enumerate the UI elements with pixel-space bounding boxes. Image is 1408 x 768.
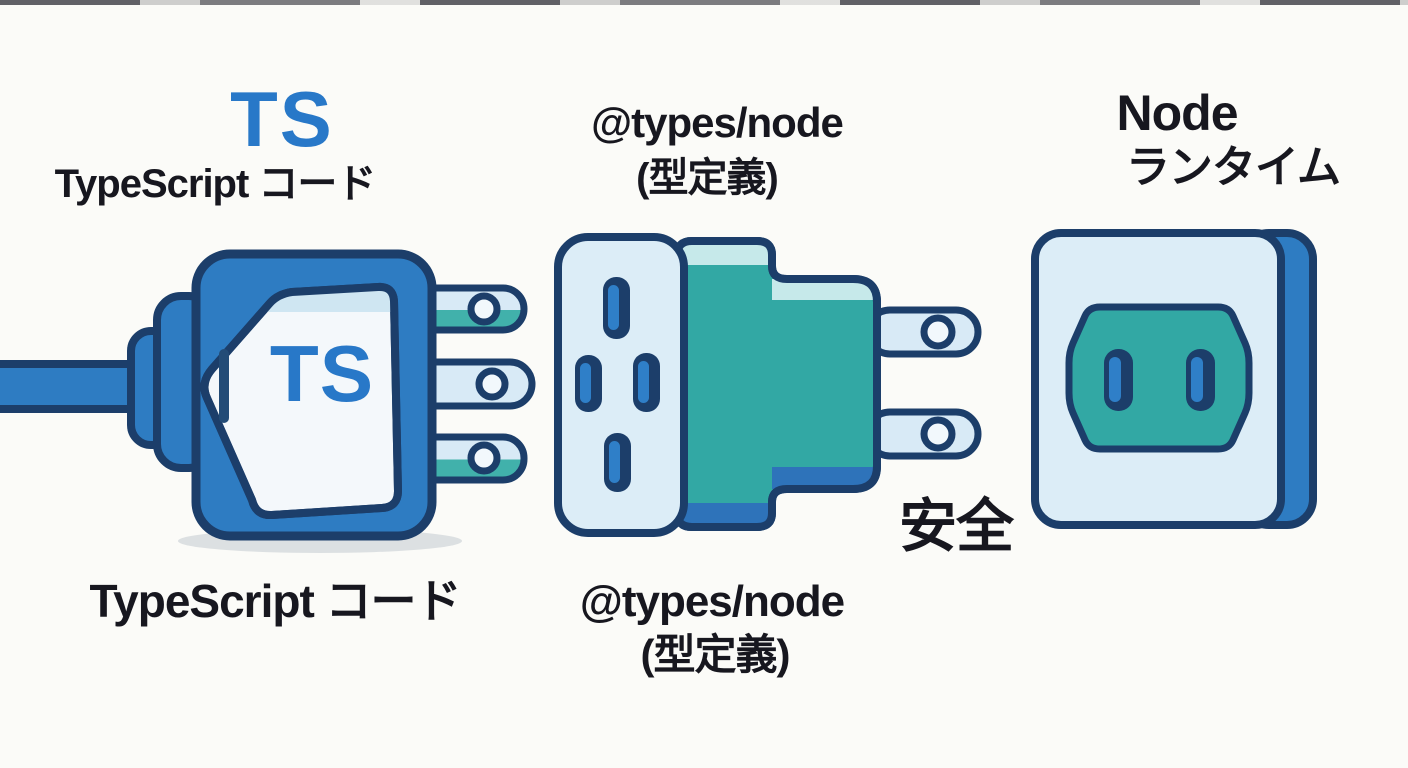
runtime-label: ランタイム: [1125, 143, 1341, 192]
adapter-prong-top-hole: [920, 314, 956, 350]
socket-slots: [1104, 349, 1215, 411]
adapter-socket-panel: [554, 233, 688, 537]
typescript-code-label-bottom: TypeScript コード: [89, 575, 461, 627]
socket-slot-right-inner: [1191, 357, 1203, 402]
plug-prong-bottom-hole: [467, 441, 501, 475]
adapter-slot-mid-right-inner: [638, 361, 649, 403]
types-node-label-top: @types/node: [591, 99, 844, 146]
types-node-adapter-illustration: [554, 233, 982, 537]
plug-prong-middle-hole: [475, 367, 509, 401]
adapter-prongs: [864, 306, 982, 460]
adapter-slots: [575, 277, 660, 492]
node-label: Node: [1116, 85, 1239, 141]
node-socket-illustration: [1031, 229, 1317, 529]
adapter-prong-bottom-hole: [920, 416, 956, 452]
adapter-bottom-band-narrow: [772, 467, 877, 489]
adapter-slot-bottom-inner: [609, 441, 620, 483]
ts-logo-heading: TS: [230, 75, 334, 163]
top-edge-artifact: [0, 0, 1408, 5]
adapter-top-band-narrow: [772, 279, 877, 300]
type-definition-label-bottom: (型定義): [640, 631, 791, 678]
type-definition-label-top: (型定義): [636, 156, 779, 200]
plug-face-ts-text: TS: [269, 329, 375, 418]
typescript-plug-illustration: [0, 249, 536, 553]
typescript-code-label-top: TypeScript コード: [54, 162, 377, 206]
adapter-slot-top-inner: [608, 285, 619, 330]
socket-face: [1065, 303, 1253, 453]
power-cord: [0, 360, 142, 413]
plug-face-outline: [200, 282, 402, 520]
safety-label: 安全: [898, 494, 1014, 559]
socket-slot-left-inner: [1109, 357, 1121, 402]
plug-prong-top-hole: [467, 292, 501, 326]
types-node-label-bottom: @types/node: [579, 577, 845, 626]
adapter-slot-mid-left-inner: [580, 363, 591, 403]
